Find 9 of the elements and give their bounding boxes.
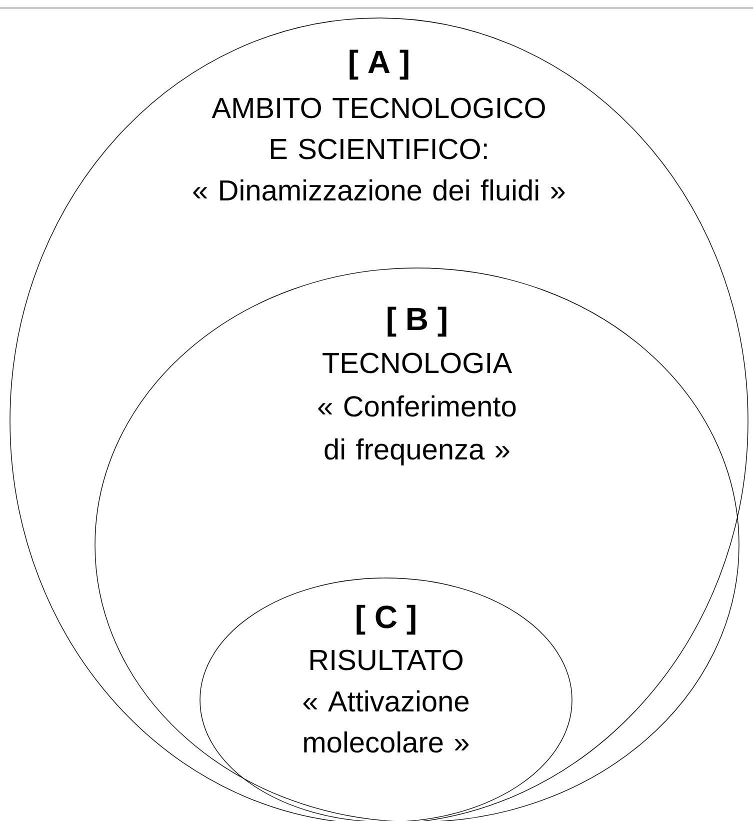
label: « Attivazione molecolare » <box>303 690 469 753</box>
label: RISULTATO <box>310 650 463 670</box>
heading: [ A ] <box>350 50 408 80</box>
label: « Conferimento di frequenza » <box>318 395 516 466</box>
label: « Dinamizzazione dei fluidi » <box>193 179 565 201</box>
heading: [ C ] <box>356 604 416 635</box>
heading: [ B ] <box>388 306 446 337</box>
label: TECNOLOGIA <box>322 352 512 374</box>
label: AMBITO TECNOLOGICO E SCIENTIFICO: <box>212 98 545 160</box>
